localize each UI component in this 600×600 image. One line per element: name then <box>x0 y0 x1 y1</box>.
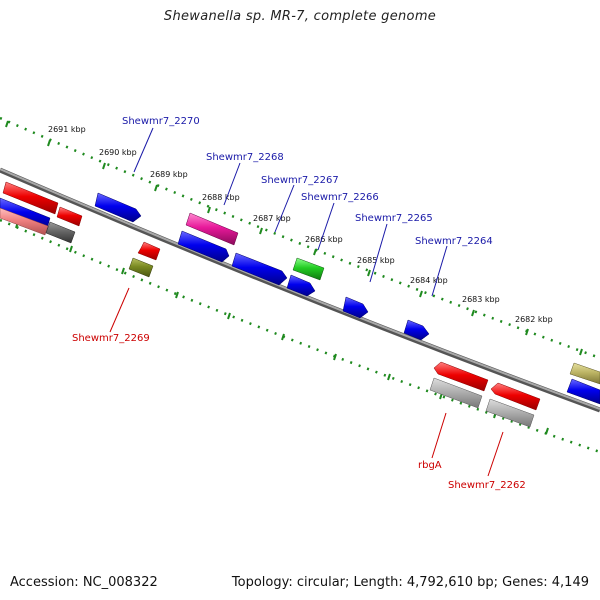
gene-feature[interactable] <box>292 257 325 281</box>
scale-tick-label: 2691 kbp <box>48 125 86 134</box>
leader-line <box>317 202 335 251</box>
genome-backbone-highlight <box>0 168 600 410</box>
gene-label[interactable]: Shewmr7_2269 <box>72 333 150 344</box>
gene-feature[interactable] <box>94 192 142 223</box>
label-leader-lines <box>109 127 504 477</box>
gene-label[interactable]: Shewmr7_2262 <box>448 480 526 491</box>
scale-tick-label: 2684 kbp <box>410 276 448 285</box>
leader-line <box>431 412 447 459</box>
gene-feature[interactable] <box>137 241 161 261</box>
gene-feature[interactable] <box>569 362 600 385</box>
scale-tick-mark <box>227 312 231 320</box>
scale-tick-mark <box>471 309 475 317</box>
scale-tick-mark <box>387 373 391 381</box>
gene-label[interactable]: Shewmr7_2270 <box>122 116 200 127</box>
scale-tick-mark <box>121 267 125 275</box>
scale-tick-mark <box>5 120 9 128</box>
gene-label[interactable]: Shewmr7_2266 <box>301 192 379 203</box>
gene-label[interactable]: Shewmr7_2264 <box>415 236 493 247</box>
gene-feature[interactable] <box>2 181 59 215</box>
gene-labels: Shewmr7_2270 Shewmr7_2268 Shewmr7_2267 S… <box>72 116 526 491</box>
gene-feature[interactable] <box>286 274 316 297</box>
scale-tick-mark <box>579 348 583 356</box>
scale-tick-label: 2690 kbp <box>99 148 137 157</box>
outer-scale-ruler <box>0 116 600 360</box>
scale-tick-label: 2689 kbp <box>150 170 188 179</box>
scale-tick-label: 2682 kbp <box>515 315 553 324</box>
genome-summary-text: Topology: circular; Length: 4,792,610 bp… <box>231 575 589 590</box>
leader-line <box>274 184 295 233</box>
gene-feature[interactable] <box>485 398 535 428</box>
mid-strand-genes <box>0 197 600 405</box>
leader-line <box>223 162 241 206</box>
scale-tick-mark <box>281 333 285 341</box>
scale-tick-mark <box>525 328 529 336</box>
gene-feature[interactable] <box>128 257 154 278</box>
gene-feature[interactable] <box>566 378 600 405</box>
outer-ruler-ticks <box>5 120 583 356</box>
gene-label[interactable]: Shewmr7_2265 <box>355 213 433 224</box>
leader-line <box>487 431 504 477</box>
gene-feature[interactable] <box>45 221 76 244</box>
gene-feature[interactable] <box>433 361 489 392</box>
genome-title: Shewanella sp. MR-7, complete genome <box>163 9 437 24</box>
top-strand-genes <box>2 181 600 385</box>
scale-tick-mark <box>47 139 51 147</box>
gene-feature[interactable] <box>177 230 230 263</box>
scale-tick-mark <box>175 291 179 299</box>
scale-tick-mark <box>313 248 317 256</box>
scale-tick-label: 2688 kbp <box>202 193 240 202</box>
gene-feature[interactable] <box>403 319 430 341</box>
gene-label[interactable]: rbgA <box>418 460 442 471</box>
leader-line <box>369 223 388 283</box>
scale-tick-label: 2683 kbp <box>462 295 500 304</box>
inner-scale-ruler <box>0 218 600 454</box>
gene-label[interactable]: Shewmr7_2268 <box>206 152 284 163</box>
scale-tick-label: 2686 kbp <box>305 235 343 244</box>
scale-tick-label: 2687 kbp <box>253 214 291 223</box>
gene-feature[interactable] <box>185 212 239 246</box>
scale-tick-mark <box>367 269 371 277</box>
gene-feature[interactable] <box>490 382 541 411</box>
scale-tick-mark <box>419 290 423 298</box>
scale-tick-mark <box>545 427 549 435</box>
scale-tick-mark <box>259 227 263 235</box>
leader-line <box>133 127 154 173</box>
gene-feature[interactable] <box>56 206 83 227</box>
gene-label[interactable]: Shewmr7_2267 <box>261 175 339 186</box>
accession-text: Accession: NC_008322 <box>10 575 158 590</box>
scale-tick-mark <box>154 184 158 192</box>
gene-feature[interactable] <box>342 296 369 319</box>
gene-feature[interactable] <box>0 207 49 236</box>
scale-tick-mark <box>333 353 337 361</box>
leader-line <box>431 245 448 297</box>
gene-feature[interactable] <box>429 377 483 409</box>
scale-tick-mark <box>69 245 73 253</box>
gene-feature[interactable] <box>231 252 288 286</box>
bottom-strand-genes <box>45 221 541 428</box>
scale-tick-mark <box>102 162 106 170</box>
leader-line <box>109 287 130 333</box>
scale-tick-mark <box>207 206 211 214</box>
